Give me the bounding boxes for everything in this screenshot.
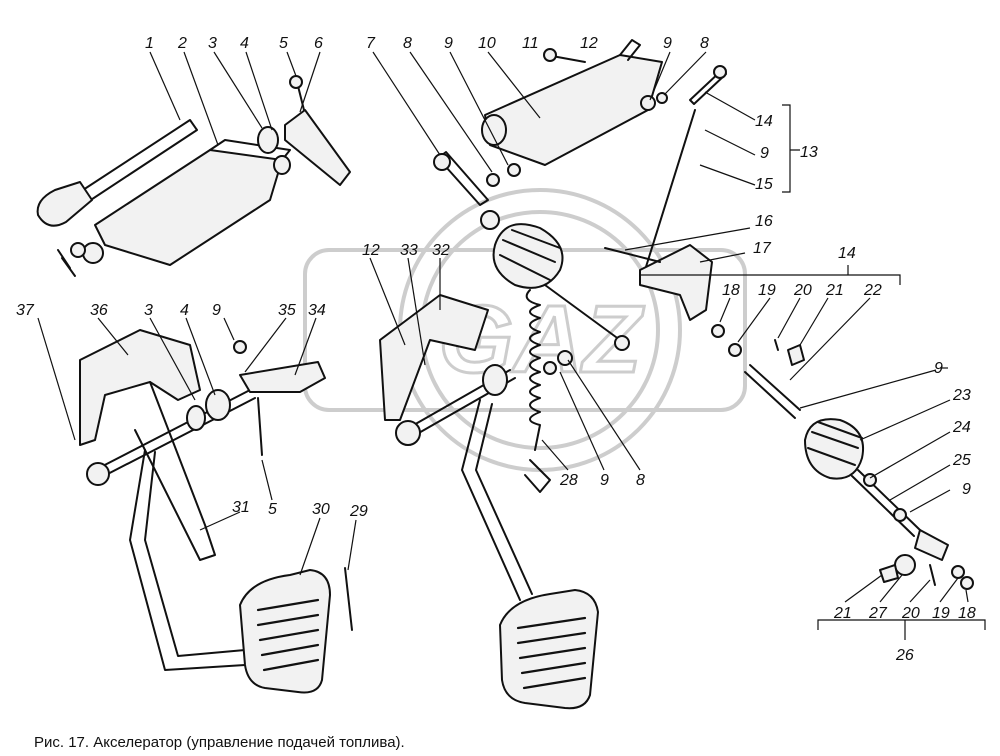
callout-9g: 9: [212, 302, 221, 319]
callout-35: 35: [278, 302, 296, 319]
right-rod-assembly: [711, 324, 974, 590]
callout-18: 18: [722, 282, 740, 299]
callout-32: 32: [432, 242, 450, 259]
upper-left-assembly: [36, 75, 351, 277]
callout-34: 34: [308, 302, 326, 319]
callout-9c: 9: [760, 145, 769, 162]
callout-7: 7: [366, 35, 376, 52]
callout-19b: 19: [932, 605, 950, 622]
callout-20b: 20: [901, 605, 920, 622]
callout-22: 22: [863, 282, 882, 299]
callout-12: 12: [580, 35, 598, 52]
callout-5b: 5: [268, 501, 277, 518]
pedal-pad-ribs-2: [516, 616, 587, 690]
callout-18b: 18: [958, 605, 976, 622]
callout-2: 2: [177, 35, 187, 52]
callout-8: 8: [403, 35, 412, 52]
upper-right-assembly: [604, 65, 727, 321]
callout-8c: 8: [636, 472, 645, 489]
callout-8b: 8: [700, 35, 709, 52]
callout-14: 14: [755, 113, 773, 130]
callout-26: 26: [895, 647, 914, 664]
figure-caption: Рис. 17. Акселератор (управление подачей…: [34, 734, 405, 751]
callout-21b: 21: [833, 605, 852, 622]
callout-3b: 3: [144, 302, 153, 319]
callout-11: 11: [522, 35, 539, 52]
lower-left-pedal-assembly: [79, 329, 353, 694]
callout-33: 33: [400, 242, 418, 259]
callout-15: 15: [755, 176, 773, 193]
pedal-pad-ribs: [256, 598, 320, 672]
callout-24: 24: [952, 419, 971, 436]
callout-6: 6: [314, 35, 323, 52]
leader-lines: [37, 51, 986, 640]
callout-20: 20: [793, 282, 812, 299]
callout-28: 28: [559, 472, 578, 489]
callout-23: 23: [952, 387, 971, 404]
callout-17: 17: [753, 240, 772, 257]
callout-29: 29: [349, 503, 368, 520]
callout-4b: 4: [180, 302, 189, 319]
callout-9b: 9: [663, 35, 672, 52]
callout-9e: 9: [962, 481, 971, 498]
lower-middle-pedal-assembly: [379, 289, 599, 710]
callout-14b: 14: [838, 245, 856, 262]
callout-4: 4: [240, 35, 249, 52]
callout-9d: 9: [934, 360, 943, 377]
callout-36: 36: [90, 302, 108, 319]
callout-10: 10: [478, 35, 496, 52]
callout-31: 31: [232, 499, 250, 516]
callout-9: 9: [444, 35, 453, 52]
callout-30: 30: [312, 501, 330, 518]
callout-25: 25: [952, 452, 971, 469]
callout-9f: 9: [600, 472, 609, 489]
return-spring: [525, 289, 541, 451]
upper-middle-assembly: [433, 39, 663, 351]
callout-37: 37: [16, 302, 35, 319]
callout-19: 19: [758, 282, 776, 299]
callout-27: 27: [868, 605, 888, 622]
callout-1: 1: [145, 35, 154, 52]
callout-5: 5: [279, 35, 288, 52]
callout-13: 13: [800, 144, 818, 161]
callouts: 1 2 3 4 5 6 7 8 9 10 11 12 9 8 14 9 13 1…: [16, 35, 976, 664]
callout-12b: 12: [362, 242, 380, 259]
callout-3: 3: [208, 35, 217, 52]
callout-16: 16: [755, 213, 773, 230]
callout-21: 21: [825, 282, 844, 299]
